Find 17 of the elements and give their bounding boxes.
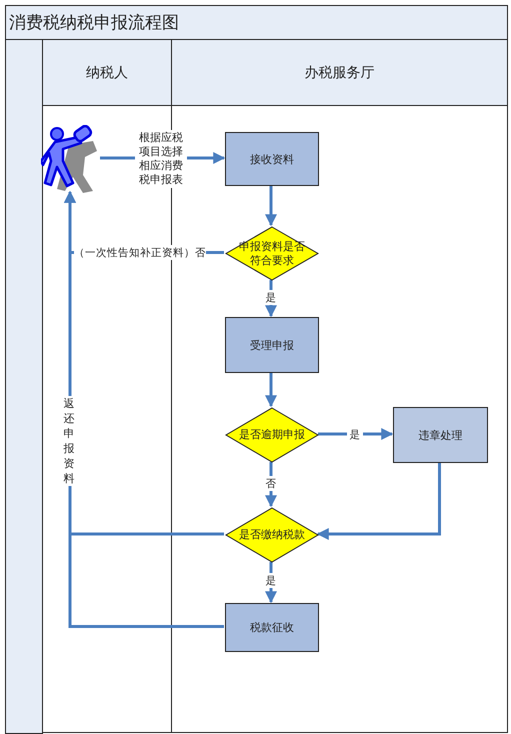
arrow xyxy=(316,462,441,540)
title-bar: 消费税纳税申报流程图 xyxy=(5,5,508,40)
process-box: 接收资料 xyxy=(225,132,319,186)
arrow xyxy=(265,185,277,226)
lane-header: 纳税人 xyxy=(43,40,171,106)
edge-label: 根据应税项目选择相应消费税申报表 xyxy=(135,130,187,188)
process-box: 税款征收 xyxy=(225,603,319,652)
edge-label: 返还申报资料 xyxy=(62,396,76,486)
edge-label: 否 xyxy=(263,476,279,491)
process-box: 受理申报 xyxy=(225,317,319,373)
lane-header: 办税服务厅 xyxy=(172,40,507,106)
arrow xyxy=(265,372,277,408)
decision-diamond: 是否缴纳税款 xyxy=(225,507,319,563)
process-box: 违章处理 xyxy=(393,407,488,463)
edge-label: 是 xyxy=(347,427,363,442)
decision-diamond: 是否逾期申报 xyxy=(225,407,319,463)
edge-label: （一次性告知补正资料）否 xyxy=(74,245,206,260)
